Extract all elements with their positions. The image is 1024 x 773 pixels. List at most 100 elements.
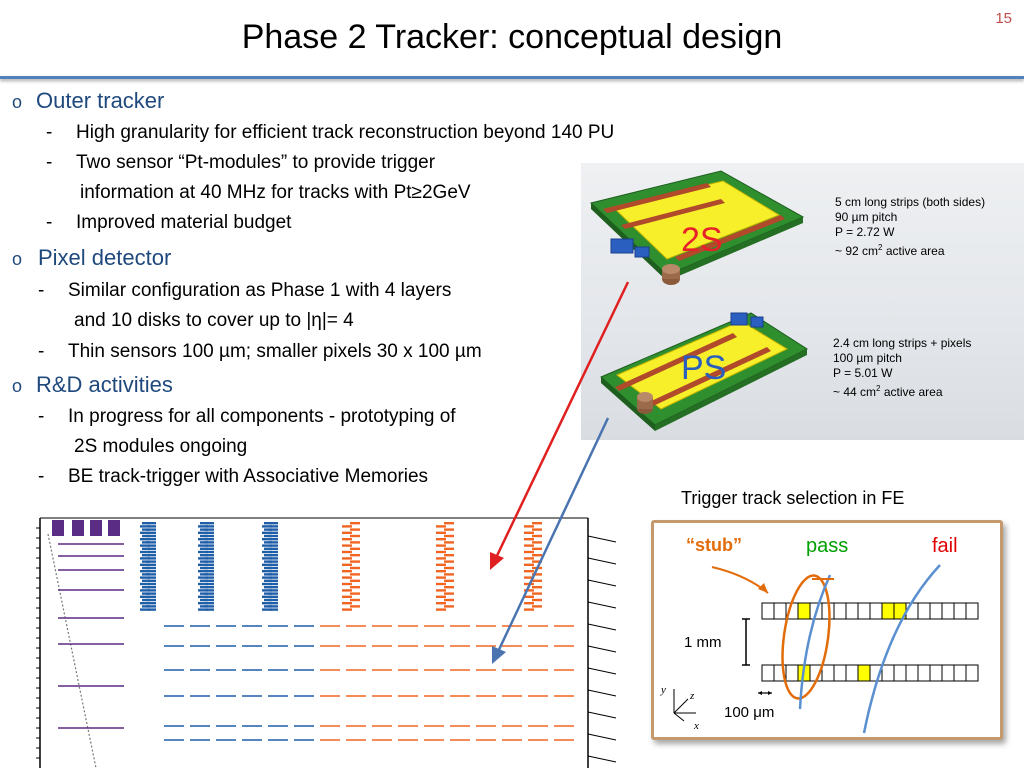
ps-module bbox=[350, 528, 360, 531]
ps-module bbox=[524, 595, 534, 598]
strip-cell bbox=[845, 602, 859, 620]
strip-module bbox=[148, 557, 156, 560]
ps-module bbox=[436, 570, 446, 573]
strip-module bbox=[198, 538, 208, 541]
ps-module bbox=[532, 541, 542, 544]
axis-tick bbox=[587, 667, 617, 675]
ps-module bbox=[524, 525, 534, 528]
strip-module bbox=[200, 605, 208, 608]
strip-module bbox=[264, 598, 272, 602]
strip-module bbox=[146, 560, 156, 563]
strip-module bbox=[270, 538, 278, 541]
strip-module bbox=[142, 586, 150, 589]
pixel-disk bbox=[108, 520, 120, 536]
ps-module bbox=[524, 589, 534, 592]
strip-module bbox=[198, 550, 208, 554]
strip-module bbox=[142, 528, 150, 531]
strip-module bbox=[140, 576, 150, 579]
strip-module bbox=[200, 592, 208, 595]
strip-module bbox=[142, 541, 150, 544]
strip-module bbox=[140, 602, 150, 605]
ps-module bbox=[532, 586, 542, 589]
ps-module bbox=[444, 554, 454, 557]
strip-module bbox=[146, 605, 156, 608]
strip-module bbox=[142, 522, 150, 525]
strip-module bbox=[198, 557, 208, 560]
module-2s-caption: 5 cm long strips (both sides) 90 µm pitc… bbox=[835, 195, 986, 258]
strip-module bbox=[268, 586, 278, 589]
strip-module bbox=[264, 573, 272, 576]
strip-module bbox=[262, 550, 272, 554]
ps-module bbox=[350, 573, 360, 576]
strip-module bbox=[198, 563, 208, 566]
sub-bullet-continuation: 2S modules ongoing bbox=[74, 436, 247, 458]
ps-module bbox=[532, 522, 542, 525]
strip-module bbox=[198, 595, 208, 598]
strip-module bbox=[200, 598, 208, 602]
strip-module bbox=[206, 531, 214, 534]
ps-module bbox=[532, 573, 542, 576]
strip-module bbox=[270, 557, 278, 560]
ps-module bbox=[342, 531, 352, 534]
sub-bullet: - Two sensor “Pt-modules” to provide tri… bbox=[46, 152, 435, 174]
strip-module bbox=[200, 522, 208, 525]
strip-module bbox=[268, 592, 278, 595]
ps-module bbox=[436, 563, 446, 566]
ps-module bbox=[342, 589, 352, 592]
strip-module bbox=[146, 534, 156, 538]
ps-module bbox=[444, 534, 454, 538]
strip-cell bbox=[965, 602, 979, 620]
ps-module bbox=[436, 582, 446, 586]
ps-module bbox=[350, 541, 360, 544]
ps-module bbox=[436, 525, 446, 528]
strip-module bbox=[142, 566, 150, 570]
ps-module bbox=[350, 566, 360, 570]
ps-module bbox=[444, 560, 454, 563]
fe-diagram: “stub” pass fail 1 mm 100 μm y z x bbox=[660, 535, 979, 734]
axis-tick bbox=[587, 755, 617, 763]
ps-module bbox=[350, 547, 360, 550]
strip-cell bbox=[857, 602, 871, 620]
ps-module bbox=[444, 541, 454, 544]
strip-module bbox=[200, 541, 208, 544]
ps-module bbox=[444, 598, 454, 602]
strip-cell bbox=[905, 664, 919, 682]
strip-cell bbox=[917, 602, 931, 620]
axis-tick bbox=[587, 535, 617, 543]
ps-module bbox=[524, 538, 534, 541]
strip-module bbox=[142, 560, 150, 563]
strip-module bbox=[140, 531, 150, 534]
strip-module bbox=[146, 547, 156, 550]
strip-module bbox=[140, 550, 150, 554]
ps-module bbox=[350, 605, 360, 608]
strip-module bbox=[268, 605, 278, 608]
strip-module bbox=[148, 531, 156, 534]
sub-bullet: - BE track-trigger with Associative Memo… bbox=[38, 466, 428, 488]
ps-module bbox=[524, 582, 534, 586]
strip-module bbox=[142, 598, 150, 602]
strip-module bbox=[200, 528, 208, 531]
ps-module bbox=[524, 608, 534, 611]
bullet-heading: R&D activities bbox=[36, 372, 173, 397]
ps-module bbox=[342, 557, 352, 560]
strip-module bbox=[204, 534, 214, 538]
strip-module bbox=[270, 563, 278, 566]
strip-module bbox=[268, 541, 278, 544]
strip-module bbox=[262, 589, 272, 592]
strip-module bbox=[264, 547, 272, 550]
sub-bullet: - Thin sensors 100 µm; smaller pixels 30… bbox=[38, 341, 482, 363]
dash-marker: - bbox=[38, 341, 45, 362]
strip-cell bbox=[953, 664, 967, 682]
sub-bullet-text: Similar configuration as Phase 1 with 4 … bbox=[68, 280, 452, 301]
ps-module bbox=[532, 566, 542, 570]
strip-module bbox=[148, 608, 156, 611]
strip-module bbox=[140, 525, 150, 528]
ps-module bbox=[532, 534, 542, 538]
ps-module bbox=[532, 528, 542, 531]
strip-module bbox=[262, 538, 272, 541]
strip-module bbox=[262, 563, 272, 566]
bullet-heading: Outer tracker bbox=[36, 88, 165, 113]
bullet-marker: o bbox=[12, 376, 23, 396]
module-photo-panel: 2S PS 5 cm long strips (both sides) 90 µ… bbox=[581, 163, 1024, 440]
strip-cell bbox=[965, 664, 979, 682]
